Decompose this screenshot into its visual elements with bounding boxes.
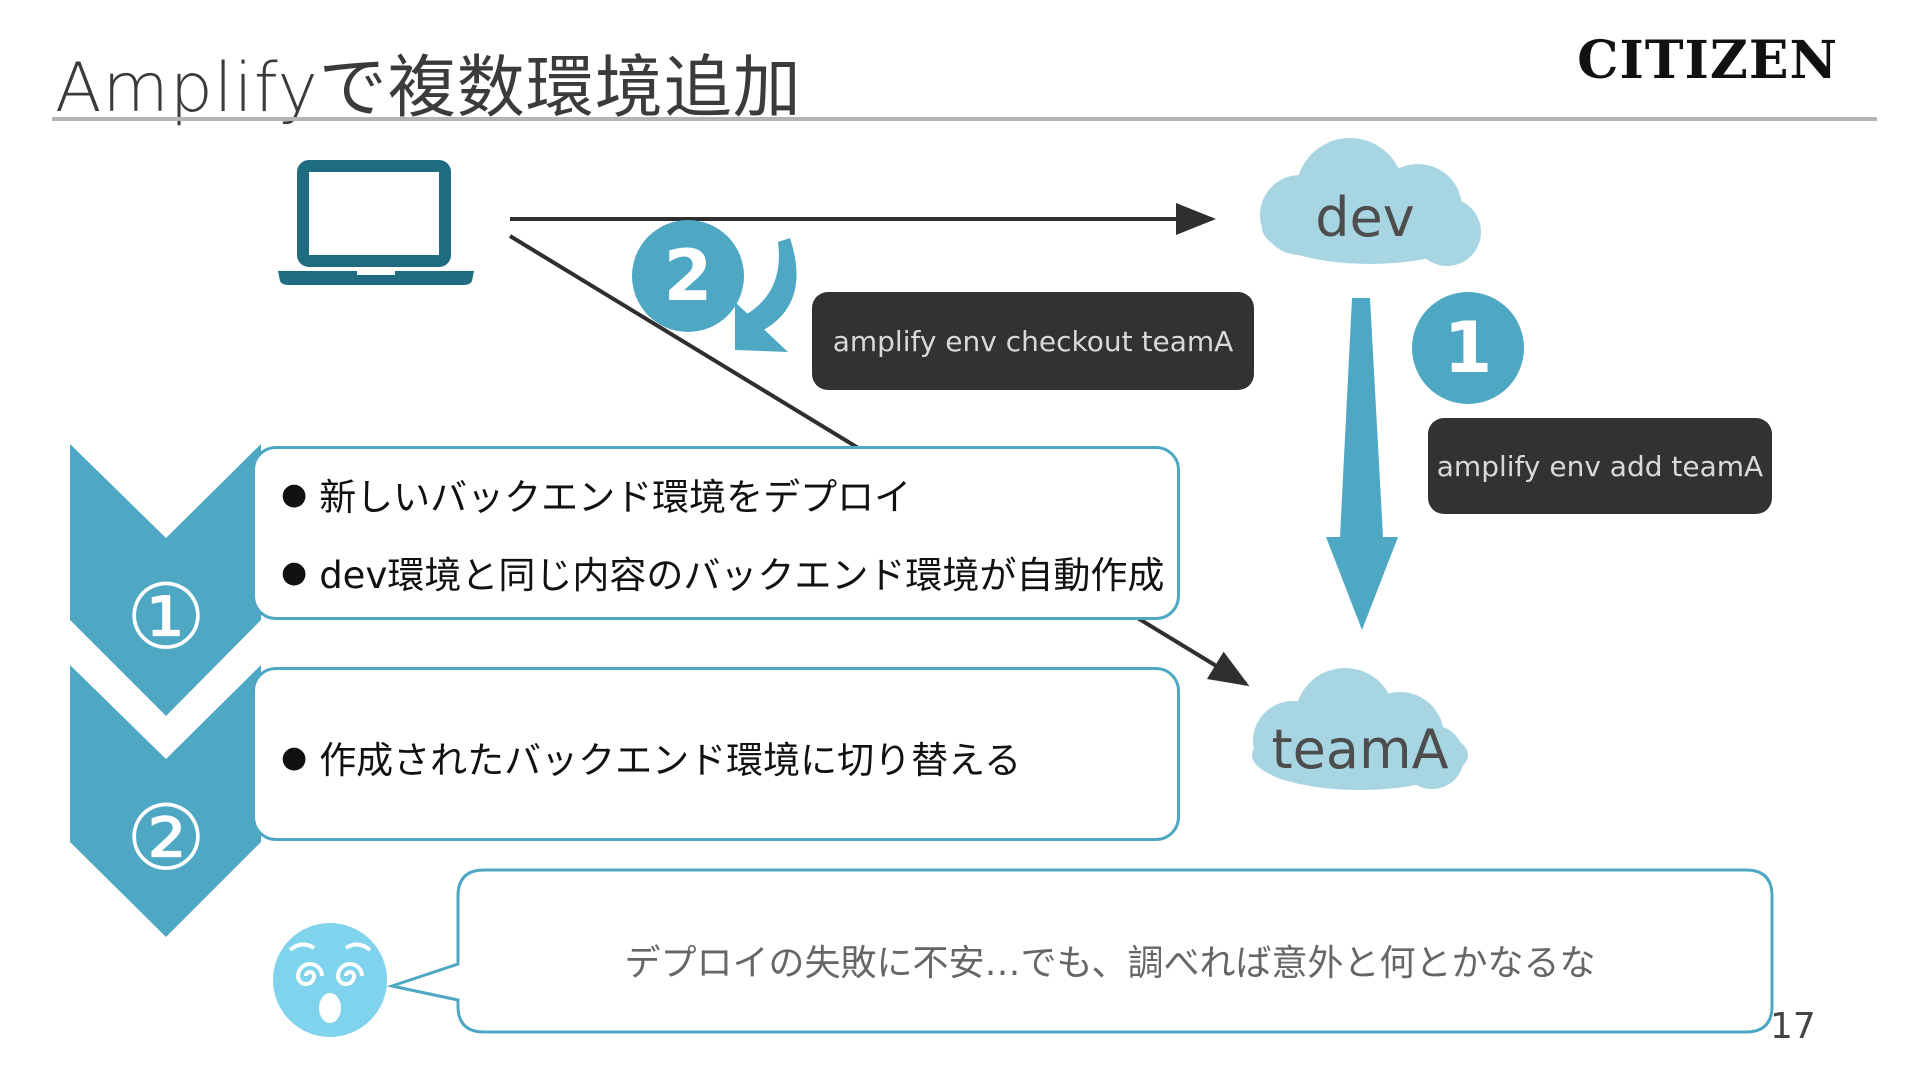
speech-bubble [386,868,1774,1034]
title-divider [52,117,1877,121]
step-2-box: ●作成されたバックエンド環境に切り替える [252,667,1180,841]
cloud-teama-label: teamA [1271,718,1449,781]
step-1-box: ●新しいバックエンド環境をデプロイ ●dev環境と同じ内容のバックエンド環境が自… [252,446,1180,620]
step-2-bullet-1: ●作成されたバックエンド環境に切り替える [281,739,1022,782]
down-arrow [1326,298,1398,630]
cloud-teama [1252,668,1468,790]
step-1-chevron [70,444,261,716]
speech-text: デプロイの失敗に不安…でも、調べれば意外と何とかなるな [624,943,1596,984]
dizzy-face-icon [273,923,387,1037]
cloud-dev [1260,138,1481,266]
step-2-chevron [70,665,261,937]
command-add-text: amplify env add teamA [1436,449,1764,483]
command-1-badge: 1 [1412,292,1524,404]
step-1-marker: ① [125,565,207,670]
page-number: 17 [1770,1006,1816,1047]
command-checkout-box: amplify env checkout teamA [812,292,1254,390]
laptop-icon [278,160,474,285]
command-checkout-text: amplify env checkout teamA [832,324,1234,358]
curved-arrow-icon [735,238,797,352]
citizen-logo: CITIZEN [1577,30,1838,91]
command-2-badge: 2 [632,220,744,332]
step-2-marker: ② [125,786,207,891]
command-add-box: amplify env add teamA [1428,418,1772,514]
step-1-bullet-2: ●dev環境と同じ内容のバックエンド環境が自動作成 [281,554,1165,597]
cloud-dev-label: dev [1315,186,1415,249]
step-1-bullet-1: ●新しいバックエンド環境をデプロイ [281,476,912,519]
slide-title: Amplifyで複数環境追加 [55,49,802,128]
